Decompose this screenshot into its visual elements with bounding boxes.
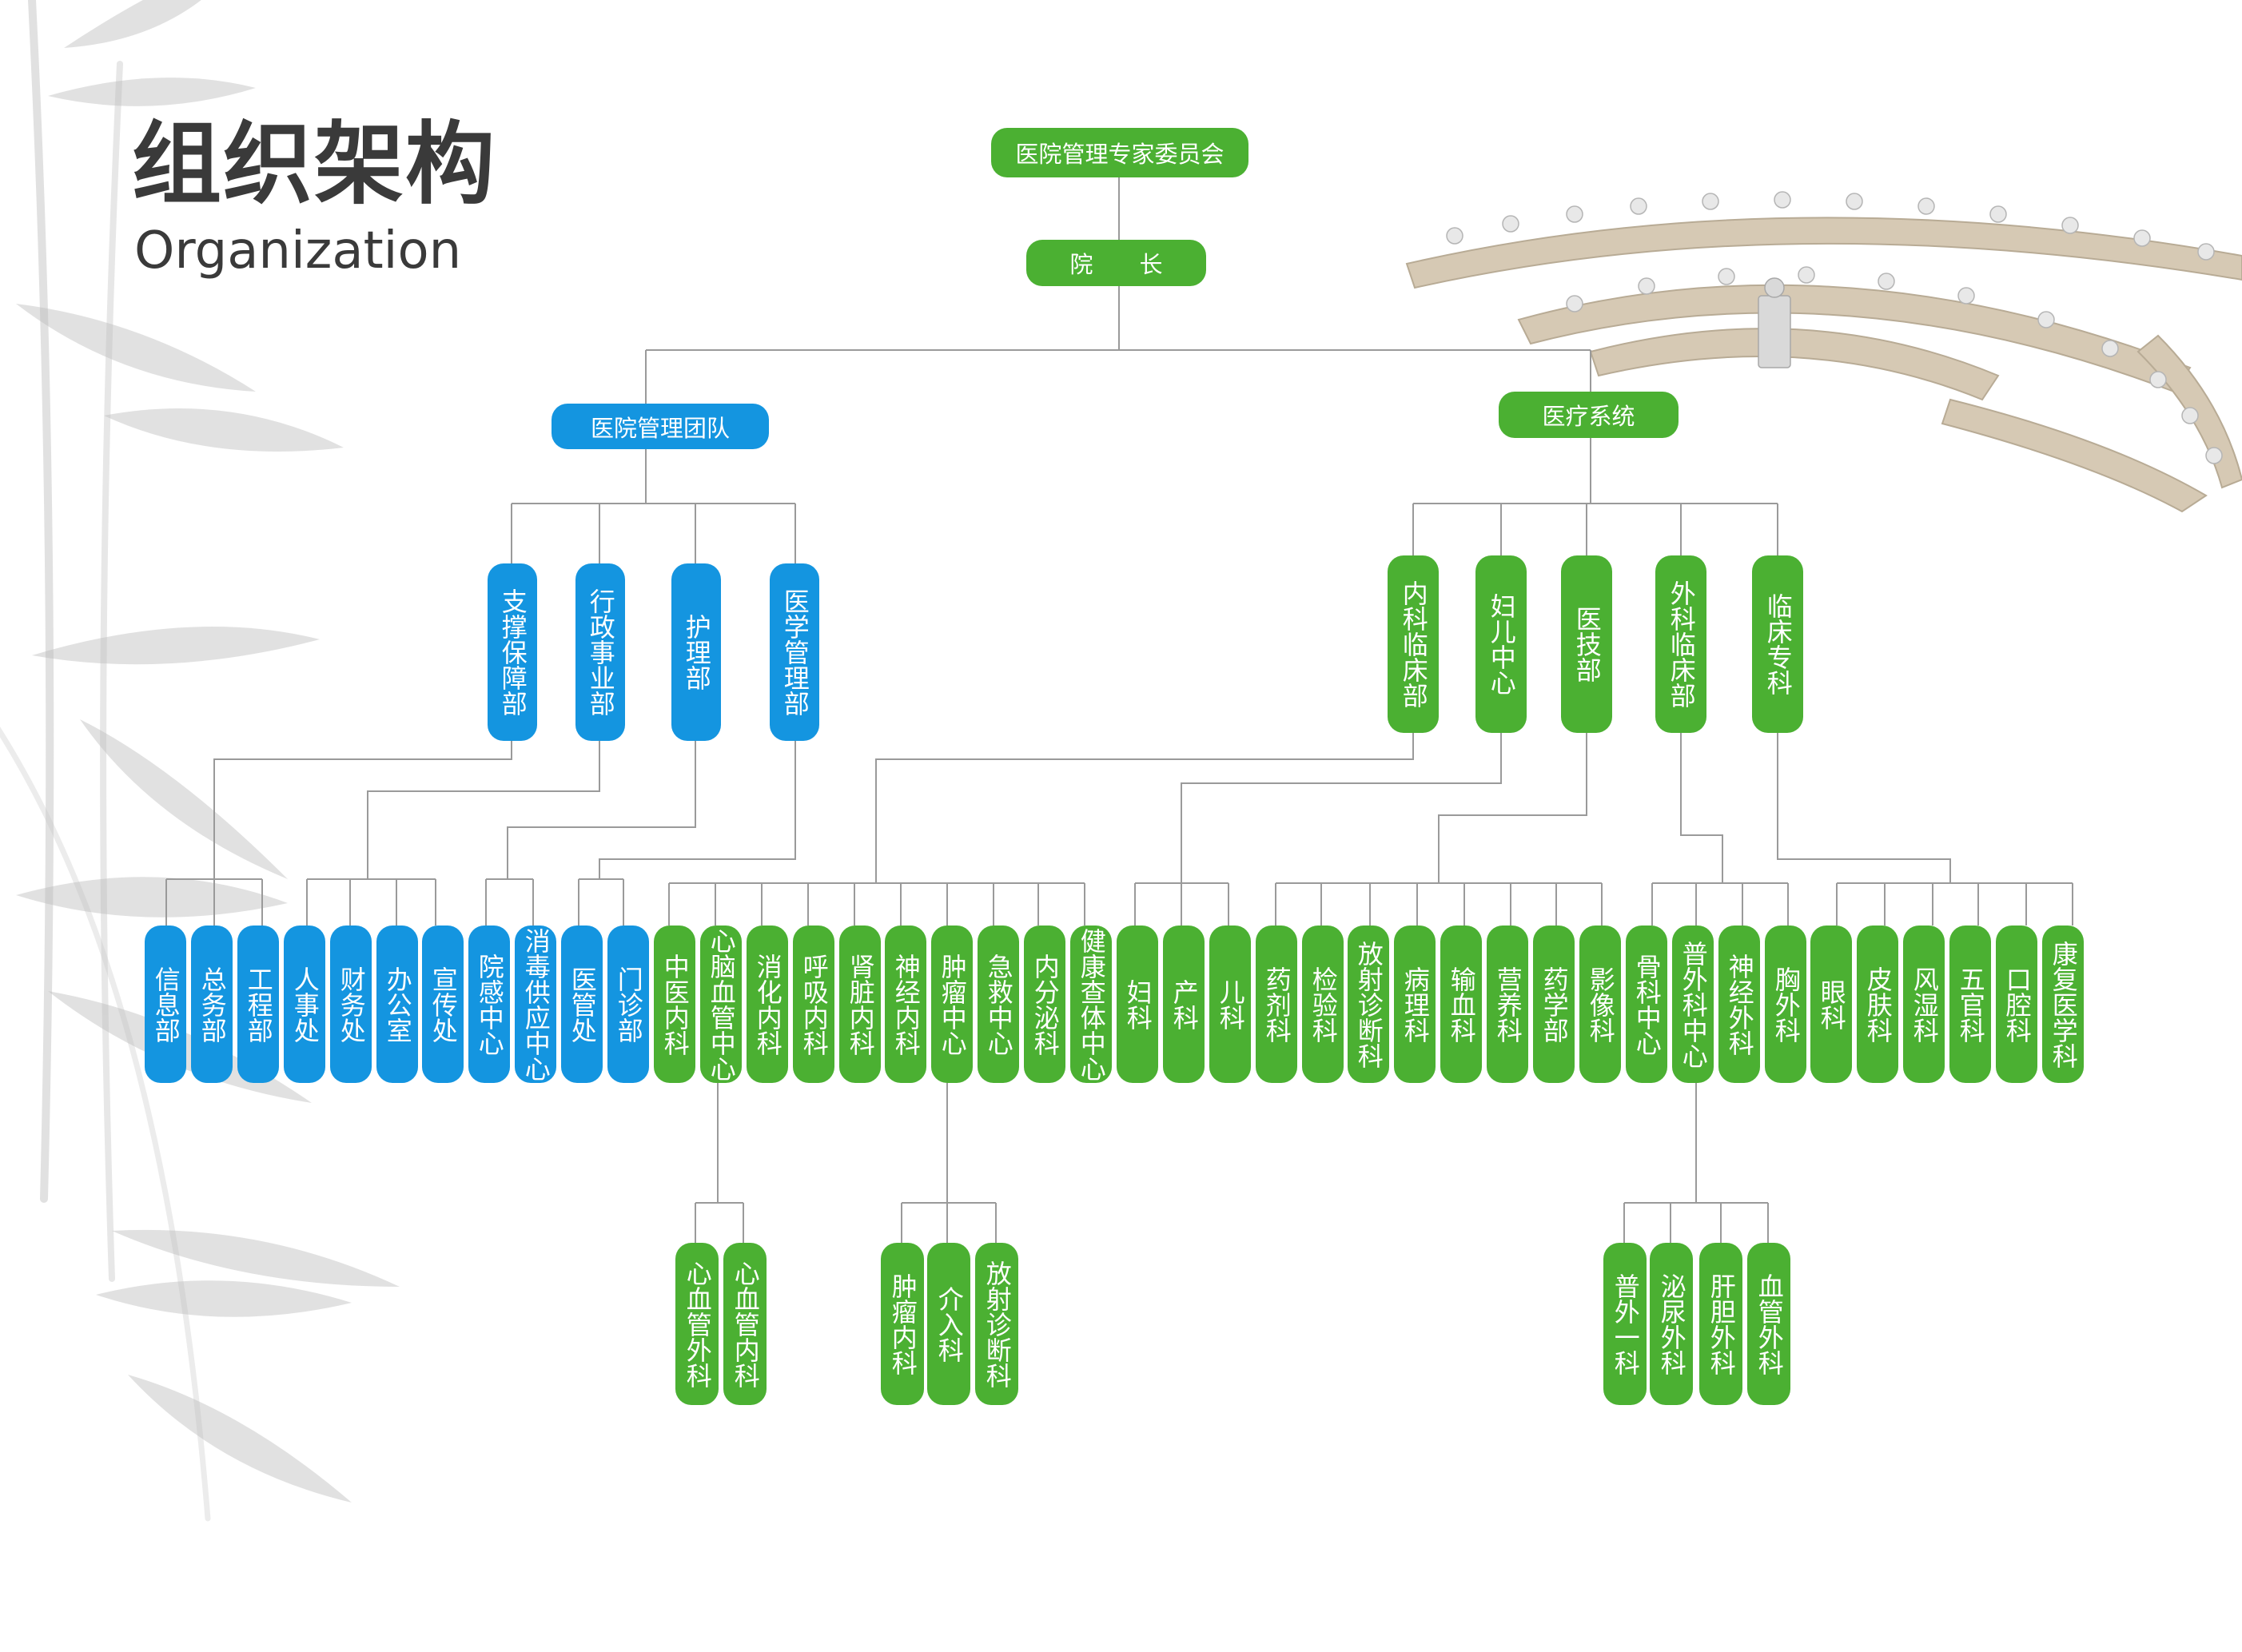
- node-unit: 宣传处: [422, 926, 464, 1083]
- node-unit: 药学部: [1533, 926, 1575, 1083]
- node-subunit: 心血管外科: [675, 1243, 719, 1405]
- node-unit: 药剂科: [1256, 926, 1297, 1083]
- node-med-dept: 外科临床部: [1655, 555, 1706, 733]
- node-med-dept: 医技部: [1561, 555, 1612, 733]
- node-mgmt-dept: 行政事业部: [575, 563, 625, 741]
- node-unit: 财务处: [330, 926, 372, 1083]
- node-unit: 健康查体中心: [1070, 926, 1112, 1083]
- node-unit: 消化内科: [747, 926, 788, 1083]
- node-unit: 急救中心: [978, 926, 1019, 1083]
- node-unit: 门诊部: [607, 926, 649, 1083]
- node-unit: 骨科中心: [1626, 926, 1667, 1083]
- node-unit: 神经内科: [885, 926, 926, 1083]
- node-subunit: 普外一科: [1603, 1243, 1647, 1405]
- node-unit: 儿科: [1209, 926, 1251, 1083]
- node-mgmt-dept: 护理部: [671, 563, 721, 741]
- page-subtitle: Organization: [134, 221, 462, 281]
- node-unit: 皮肤科: [1857, 926, 1898, 1083]
- node-unit: 产科: [1163, 926, 1205, 1083]
- node-subunit: 介入科: [927, 1243, 970, 1405]
- node-unit: 心脑血管中心: [700, 926, 742, 1083]
- node-unit: 输血科: [1440, 926, 1482, 1083]
- node-unit: 风湿科: [1903, 926, 1945, 1083]
- node-unit: 消毒供应中心: [515, 926, 556, 1083]
- node-president: 院 长: [1026, 240, 1206, 286]
- node-unit: 胸外科: [1765, 926, 1806, 1083]
- node-unit: 普外科中心: [1672, 926, 1714, 1083]
- node-mgmt-dept: 医学管理部: [770, 563, 819, 741]
- node-unit: 病理科: [1394, 926, 1436, 1083]
- conference-illustration: [1405, 191, 2242, 513]
- node-unit: 康复医学科: [2042, 926, 2084, 1083]
- node-med-dept: 临床专科: [1752, 555, 1803, 733]
- node-unit: 检验科: [1302, 926, 1344, 1083]
- page-title: 组织架构: [132, 113, 496, 217]
- node-subunit: 肿瘤内科: [881, 1243, 924, 1405]
- node-unit: 妇科: [1117, 926, 1158, 1083]
- node-unit: 放射诊断科: [1348, 926, 1389, 1083]
- node-medical-system: 医疗系统: [1499, 392, 1679, 438]
- node-unit: 总务部: [191, 926, 233, 1083]
- node-unit: 肿瘤中心: [931, 926, 973, 1083]
- node-subunit: 心血管内科: [723, 1243, 767, 1405]
- node-unit: 内分泌科: [1024, 926, 1065, 1083]
- node-unit: 中医内科: [654, 926, 695, 1083]
- node-unit: 口腔科: [1996, 926, 2037, 1083]
- node-unit: 神经外科: [1718, 926, 1760, 1083]
- node-unit: 影像科: [1579, 926, 1621, 1083]
- node-unit: 眼科: [1810, 926, 1852, 1083]
- node-unit: 办公室: [376, 926, 418, 1083]
- node-unit: 五官科: [1949, 926, 1991, 1083]
- node-med-dept: 妇儿中心: [1475, 555, 1527, 733]
- node-subunit: 泌尿外科: [1650, 1243, 1693, 1405]
- bamboo-decoration: [0, 0, 400, 1522]
- node-subunit: 血管外科: [1747, 1243, 1790, 1405]
- node-unit: 院感中心: [468, 926, 510, 1083]
- node-unit: 医管处: [561, 926, 603, 1083]
- node-mgmt-dept: 支撑保障部: [488, 563, 537, 741]
- node-unit: 呼吸内科: [793, 926, 834, 1083]
- node-mgmt-team: 医院管理团队: [552, 404, 769, 449]
- node-subunit: 放射诊断科: [975, 1243, 1018, 1405]
- node-unit: 工程部: [237, 926, 279, 1083]
- node-unit: 营养科: [1487, 926, 1528, 1083]
- node-unit: 肾脏内科: [839, 926, 881, 1083]
- node-subunit: 肝胆外科: [1699, 1243, 1742, 1405]
- node-med-dept: 内科临床部: [1388, 555, 1439, 733]
- node-committee: 医院管理专家委员会: [991, 128, 1248, 177]
- node-unit: 信息部: [145, 926, 186, 1083]
- node-unit: 人事处: [284, 926, 325, 1083]
